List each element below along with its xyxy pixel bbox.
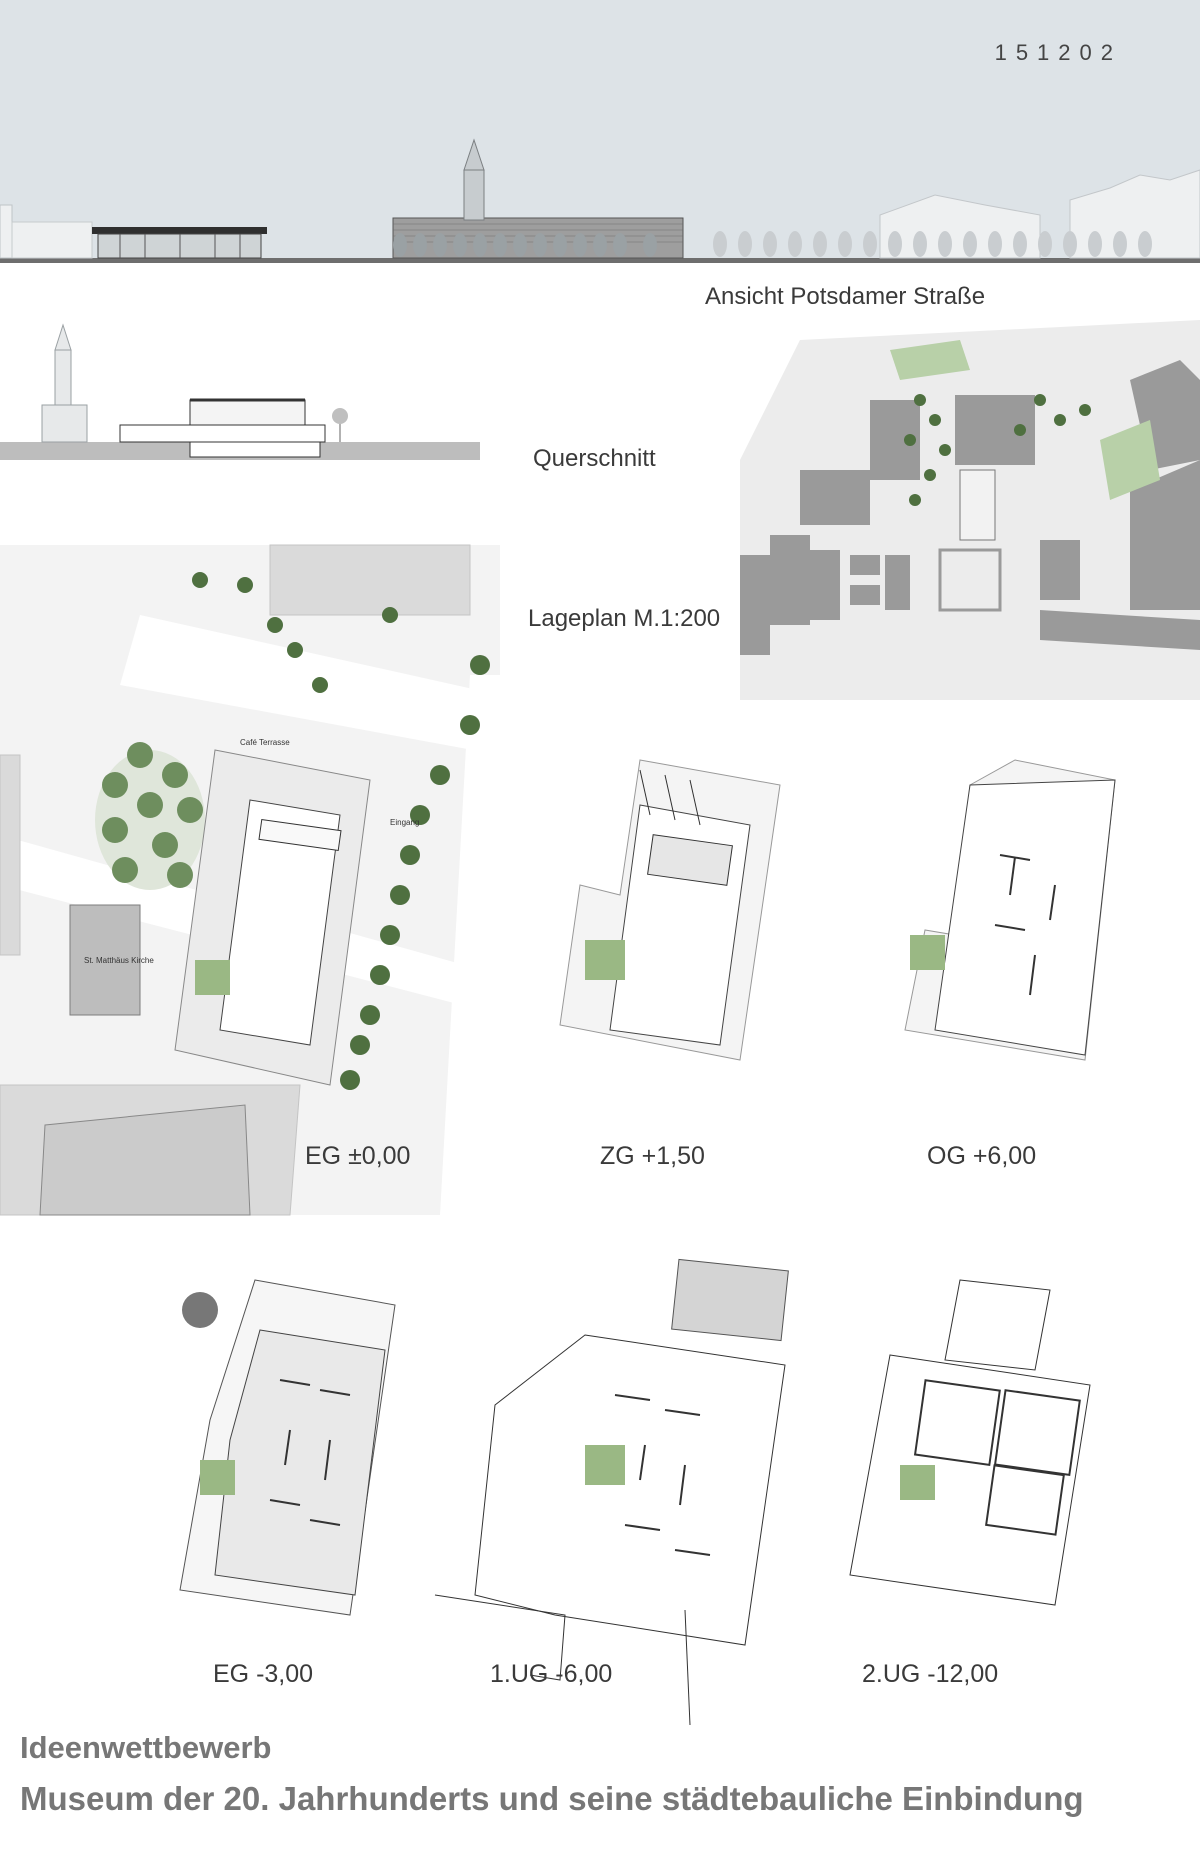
- site-museum-footprint: [174, 749, 371, 1086]
- section-tree: [332, 408, 348, 442]
- site-label-st-matthaeus: St. Matthäus Kirche: [84, 956, 154, 965]
- elevation-tree-row: [393, 233, 657, 257]
- plan-label-eg-minus3: EG -3,00: [213, 1660, 314, 1688]
- site-label-eingang: Eingang: [390, 818, 419, 827]
- plan-label-og: OG +6,00: [927, 1142, 1037, 1170]
- plan-label-ug2: 2.UG -12,00: [862, 1660, 999, 1688]
- site-plan-eg: St. Matthäus Kirche Eingang Café Terrass…: [0, 544, 500, 1216]
- plan-label-ug1: 1.UG -6,00: [490, 1660, 613, 1688]
- plan-ug2: [849, 1279, 1091, 1606]
- site-st-matthaeus: St. Matthäus Kirche: [69, 904, 154, 1016]
- elevation-drawing: [0, 138, 1200, 259]
- section-church: [41, 323, 88, 443]
- plan-label-eg-0: EG ±0,00: [305, 1142, 411, 1170]
- site-neue-nationalgalerie: [39, 1104, 251, 1216]
- site-overview-map: [740, 310, 1200, 700]
- site-label-cafe-terrasse: Café Terrasse: [240, 738, 290, 747]
- plan-zg: [559, 759, 781, 1061]
- elevation-ground-line: [0, 258, 1200, 263]
- section-drawing: [0, 323, 480, 460]
- title-project: Museum der 20. Jahrhunderts und seine st…: [20, 1780, 1084, 1817]
- elevation-tree-row-right: [713, 231, 1152, 257]
- title-competition: Ideenwettbewerb: [20, 1730, 272, 1765]
- sheet-number: 151202: [994, 40, 1122, 65]
- plan-og: [904, 759, 1116, 1061]
- elevation-label: Ansicht Potsdamer Straße: [705, 283, 986, 310]
- plan-ug1: [434, 1258, 789, 1726]
- section-museum: [119, 398, 326, 458]
- plan-label-zg: ZG +1,50: [600, 1142, 705, 1170]
- section-label: Querschnitt: [533, 445, 656, 472]
- elevation-church-tower: [463, 138, 485, 221]
- elevation-nationalgalerie: [92, 227, 267, 259]
- site-plan-label: Lageplan M.1:200: [528, 605, 721, 632]
- plan-eg-minus3: [179, 1279, 396, 1616]
